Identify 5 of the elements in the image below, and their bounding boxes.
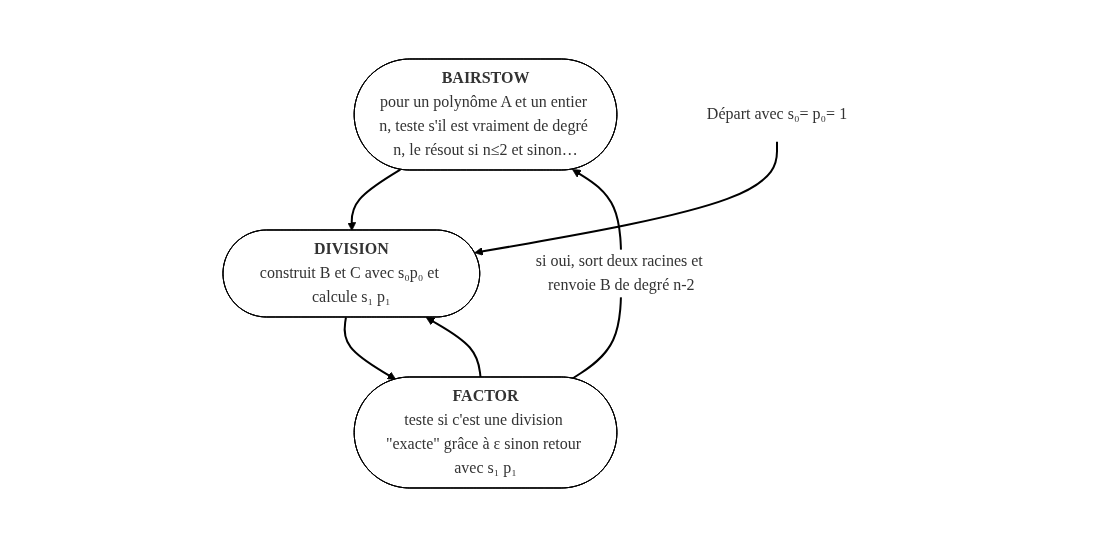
node-text: Départ avec s₀= p₀= 1: [707, 105, 848, 123]
arrow: [347, 168, 402, 231]
arrow: [474, 140, 779, 256]
arrow: [343, 316, 397, 380]
edge-label: si oui, sort deux racines et renvoie B de degré n-2: [536, 252, 704, 294]
